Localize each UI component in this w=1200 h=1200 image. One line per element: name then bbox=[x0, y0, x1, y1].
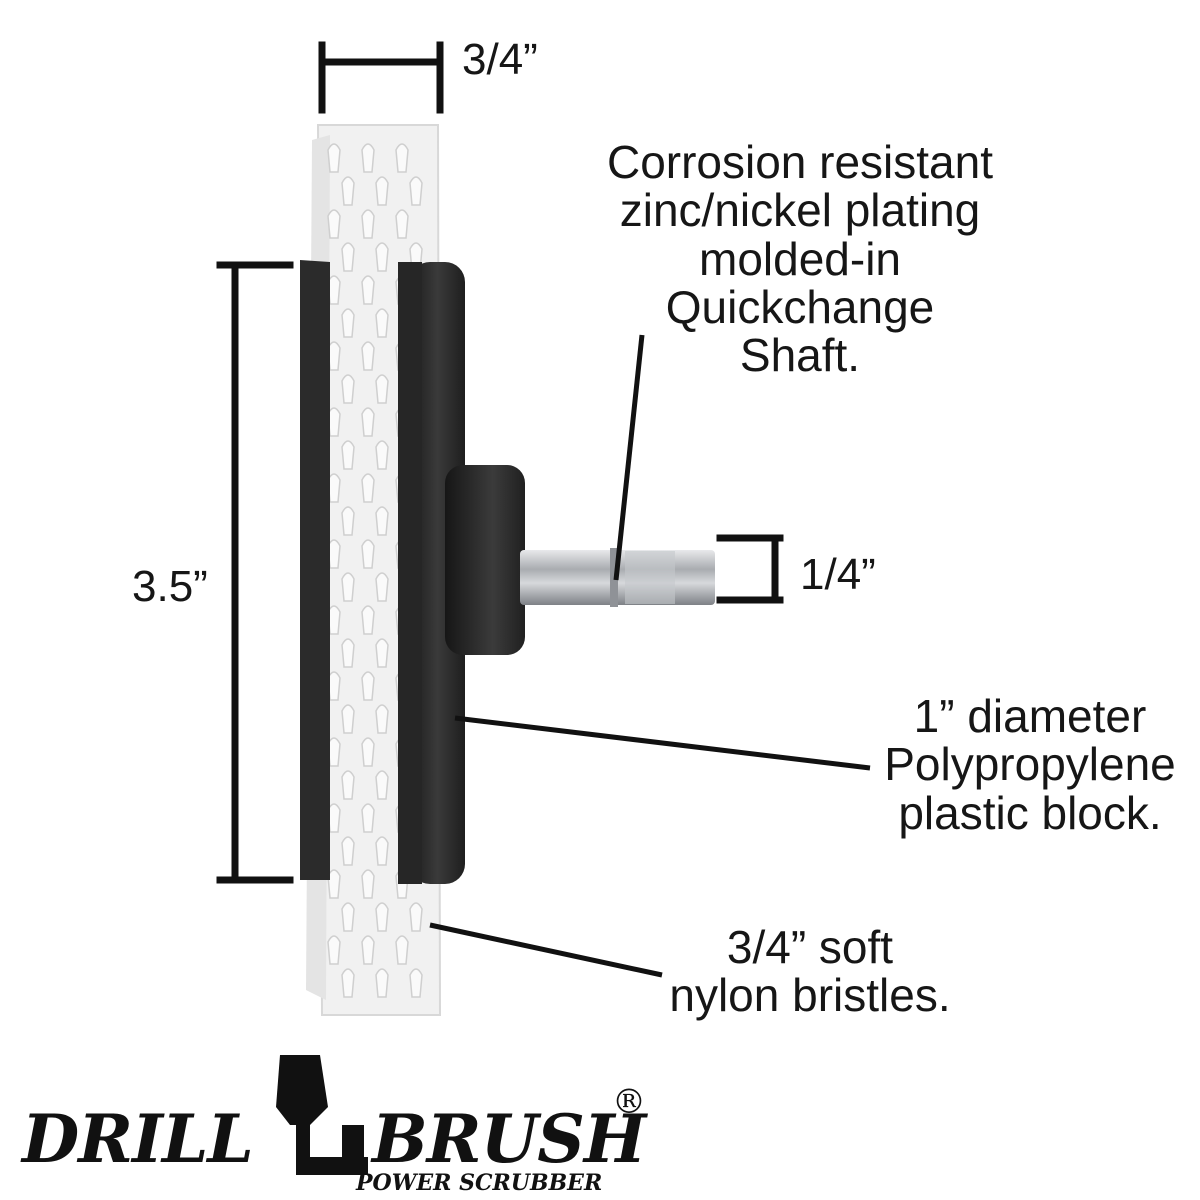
drill-figure-icon bbox=[276, 1055, 368, 1175]
bristle-tuft bbox=[341, 176, 355, 206]
shaft-callout-line-1: Corrosion resistant bbox=[606, 136, 994, 188]
bristle-tuft bbox=[361, 671, 375, 701]
block-callout: 1” diameter Polypropylene plastic block. bbox=[870, 692, 1190, 837]
bristle-tuft bbox=[375, 770, 389, 800]
bristle-tuft bbox=[327, 143, 341, 173]
registered-mark: ® bbox=[612, 1082, 646, 1122]
shaft-callout-line-5: Shaft. bbox=[739, 329, 861, 382]
bristle-tuft bbox=[375, 968, 389, 998]
bristle-tuft bbox=[341, 308, 355, 338]
bristle-tuft bbox=[361, 407, 375, 437]
bristles-callout-line-1: 3/4” soft bbox=[726, 921, 894, 973]
shaft-callout-line-3: molded-in bbox=[699, 232, 901, 285]
logo-word-drill: DRILL bbox=[22, 1100, 254, 1178]
hub bbox=[445, 465, 525, 655]
bristle-tuft bbox=[375, 704, 389, 734]
bristle-tuft bbox=[409, 902, 423, 932]
shaft-size-label: 1/4” bbox=[800, 550, 876, 599]
top-width-label: 3/4” bbox=[462, 35, 538, 84]
height-label: 3.5” bbox=[132, 562, 208, 611]
shaft-callout-line-4: Quickchange bbox=[665, 280, 935, 333]
bristle-tuft bbox=[361, 605, 375, 635]
bristle-tuft bbox=[341, 704, 355, 734]
bristle-tuft bbox=[375, 836, 389, 866]
logo-word-brush: BRUSH bbox=[372, 1100, 646, 1178]
bristle-tuft bbox=[395, 209, 409, 239]
plastic-block bbox=[300, 260, 465, 884]
bristle-tuft bbox=[361, 935, 375, 965]
bristle-tuft bbox=[361, 803, 375, 833]
bristle-tuft bbox=[361, 737, 375, 767]
block-callout-line-1: 1” diameter bbox=[913, 690, 1147, 742]
bristle-tuft bbox=[341, 968, 355, 998]
bristle-tuft bbox=[327, 209, 341, 239]
block-callout-line-2: Polypropylene bbox=[884, 738, 1176, 791]
bristle-tuft bbox=[375, 176, 389, 206]
shaft-callout-line-2: zinc/nickel plating bbox=[619, 184, 981, 237]
bristle-tuft bbox=[341, 242, 355, 272]
bristle-tuft bbox=[361, 539, 375, 569]
block-callout-line-3: plastic block. bbox=[898, 786, 1162, 839]
bristle-tuft bbox=[409, 176, 423, 206]
bristle-tuft bbox=[341, 770, 355, 800]
bristle-tuft bbox=[375, 242, 389, 272]
bristle-tuft bbox=[327, 935, 341, 965]
bristle-tuft bbox=[361, 143, 375, 173]
bristle-tuft bbox=[395, 935, 409, 965]
bristle-tuft bbox=[375, 308, 389, 338]
bristle-tuft bbox=[361, 341, 375, 371]
bristle-tuft bbox=[395, 143, 409, 173]
bristle-tuft bbox=[341, 572, 355, 602]
bristle-tuft bbox=[341, 638, 355, 668]
bristle-tuft bbox=[361, 869, 375, 899]
logo-tagline: POWER SCRUBBER bbox=[356, 1170, 603, 1196]
bristle-tuft bbox=[375, 506, 389, 536]
bristle-tuft bbox=[361, 209, 375, 239]
bristle-tuft bbox=[409, 968, 423, 998]
bristle-tuft bbox=[341, 902, 355, 932]
bristle-tuft bbox=[341, 836, 355, 866]
shaft-callout: Corrosion resistant zinc/nickel plating … bbox=[570, 136, 1030, 382]
bristle-tuft bbox=[361, 275, 375, 305]
bristle-tuft bbox=[375, 638, 389, 668]
bristles-callout-line-2: nylon bristles. bbox=[669, 969, 951, 1022]
bristle-tuft bbox=[341, 506, 355, 536]
bristle-tuft bbox=[375, 902, 389, 932]
bristle-tuft bbox=[361, 473, 375, 503]
bristle-tuft bbox=[375, 374, 389, 404]
bristle-tuft bbox=[341, 440, 355, 470]
bristle-tuft bbox=[375, 440, 389, 470]
leader-lines bbox=[429, 334, 871, 978]
bristle-tuft bbox=[375, 572, 389, 602]
bristle-tuft bbox=[341, 374, 355, 404]
bristles-callout: 3/4” soft nylon bristles. bbox=[640, 923, 980, 1020]
dimension-lines bbox=[216, 41, 784, 884]
